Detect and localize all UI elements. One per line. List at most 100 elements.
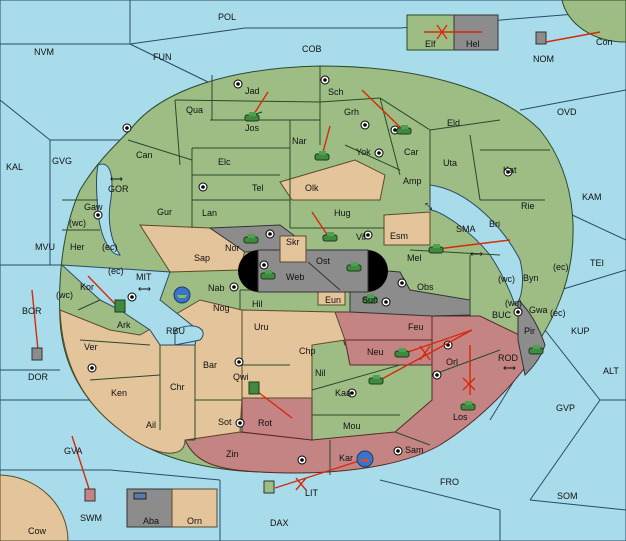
sea-label-bor[interactable]: BOR [22, 306, 42, 316]
land-label-uru[interactable]: Uru [254, 322, 269, 332]
land-label-nil[interactable]: Nil [315, 368, 326, 378]
land-label-hel[interactable]: Hel [466, 39, 480, 49]
sea-label-lit[interactable]: LIT [305, 488, 319, 498]
fleet-icon[interactable] [173, 286, 191, 304]
land-label-web[interactable]: Web [286, 272, 304, 282]
land-label-chp[interactable]: Chp [299, 346, 316, 356]
sea-label-kam[interactable]: KAM [582, 192, 602, 202]
tank-icon[interactable] [460, 401, 476, 411]
land-label-kar[interactable]: Kar [339, 453, 353, 463]
tank-icon[interactable] [346, 262, 362, 272]
coast-label-gwa-ec[interactable]: (ec) [550, 308, 566, 318]
sea-label-buc[interactable]: BUC [492, 310, 512, 320]
land-skr[interactable] [279, 235, 307, 263]
tank-icon[interactable] [260, 270, 276, 280]
tank-icon[interactable] [243, 234, 259, 244]
land-label-nom[interactable]: NOM [533, 54, 554, 64]
sea-label-sma[interactable]: SMA [456, 224, 476, 234]
land-label-her[interactable]: Her [70, 242, 85, 252]
land-label-jos[interactable]: Jos [245, 123, 260, 133]
land-label-hug[interactable]: Hug [334, 208, 351, 218]
tank-icon[interactable] [244, 111, 263, 122]
land-label-ost[interactable]: Ost [316, 256, 331, 266]
land-label-nog[interactable]: Nog [213, 303, 230, 313]
sea-sma[interactable] [429, 184, 523, 306]
sea-label-gvg[interactable]: GVG [52, 156, 72, 166]
land-label-nab[interactable]: Nab [208, 283, 225, 293]
sea-label-kup[interactable]: KUP [571, 326, 590, 336]
land-label-cow[interactable]: Cow [28, 526, 47, 536]
land-label-nar[interactable]: Nar [292, 136, 307, 146]
land-label-lan[interactable]: Lan [202, 208, 217, 218]
land-label-sun[interactable]: Sun [362, 295, 378, 305]
coast-label-her-wc[interactable]: (wc) [69, 218, 86, 228]
land-label-yok[interactable]: Yok [356, 147, 371, 157]
land-label-mel[interactable]: Mel [407, 253, 422, 263]
sea-label-dax[interactable]: DAX [270, 518, 289, 528]
land-label-grh[interactable]: Grh [344, 107, 359, 117]
sea-label-ovd[interactable]: OVD [557, 107, 577, 117]
land-orn[interactable] [171, 488, 218, 528]
sea-label-tei[interactable]: TEI [590, 258, 604, 268]
tank-icon[interactable] [263, 480, 275, 494]
tank-icon[interactable] [528, 345, 544, 355]
land-label-swm[interactable]: SWM [80, 513, 102, 523]
sea-rbu[interactable] [174, 325, 204, 346]
land-label-sap[interactable]: Sap [194, 253, 210, 263]
land-label-can[interactable]: Can [136, 150, 153, 160]
land-label-car[interactable]: Car [404, 147, 419, 157]
land-label-gwa[interactable]: Gwa [529, 305, 548, 315]
land-label-chr[interactable]: Chr [170, 382, 185, 392]
tank-icon[interactable] [248, 381, 260, 395]
tank-icon[interactable] [322, 232, 338, 242]
land-label-mou[interactable]: Mou [343, 421, 361, 431]
sea-label-alt[interactable]: ALT [603, 366, 619, 376]
land-label-rie[interactable]: Rie [521, 201, 535, 211]
land-label-nor[interactable]: Nor [225, 243, 240, 253]
land-label-bri[interactable]: Bri [489, 219, 500, 229]
tank-icon[interactable] [428, 244, 444, 254]
land-label-sot[interactable]: Sot [218, 417, 232, 427]
sea-label-gvp[interactable]: GVP [556, 403, 575, 413]
land-label-gaw[interactable]: Gaw [84, 202, 103, 212]
sea-gor[interactable] [96, 163, 121, 256]
land-label-olk[interactable]: Olk [305, 183, 319, 193]
sea-label-gor[interactable]: GOR [108, 184, 129, 194]
sea-label-cob[interactable]: COB [302, 44, 322, 54]
coast-label-kor-ec[interactable]: (ec) [108, 266, 124, 276]
land-label-tel[interactable]: Tel [252, 183, 264, 193]
tank-icon[interactable] [114, 299, 126, 313]
land-label-vil[interactable]: Vil [356, 232, 366, 242]
coast-label-byn-wc[interactable]: (wc) [498, 274, 515, 284]
land-label-qua[interactable]: Qua [186, 105, 203, 115]
land-label-ark[interactable]: Ark [117, 320, 131, 330]
tank-icon[interactable] [535, 31, 547, 45]
tank-icon[interactable] [368, 375, 384, 385]
sea-label-mit[interactable]: MIT [136, 272, 152, 282]
land-pir[interactable] [517, 298, 546, 377]
sea-label-pol[interactable]: POL [218, 12, 236, 22]
tank-icon[interactable] [362, 294, 378, 304]
sea-label-rbu[interactable]: RBU [166, 326, 185, 336]
sea-label-fro[interactable]: FRO [440, 477, 459, 487]
land-label-elc[interactable]: Elc [218, 157, 231, 167]
land-label-los[interactable]: Los [453, 412, 468, 422]
tank-icon[interactable] [133, 492, 147, 500]
sea-label-nvm[interactable]: NVM [34, 47, 54, 57]
land-label-hil[interactable]: Hil [252, 299, 263, 309]
sea-label-gva[interactable]: GVA [64, 446, 82, 456]
land-label-ver[interactable]: Ver [84, 342, 98, 352]
coast-label-kor-wc[interactable]: (wc) [56, 290, 73, 300]
land-label-dor[interactable]: DOR [28, 372, 49, 382]
land-label-kor[interactable]: Kor [80, 282, 94, 292]
fleet-icon[interactable] [356, 450, 374, 468]
land-label-ail[interactable]: Ail [146, 420, 156, 430]
land-label-qwi[interactable]: Qwi [233, 372, 249, 382]
coast-label-byn-ec[interactable]: (ec) [553, 262, 569, 272]
land-label-aba[interactable]: Aba [143, 516, 159, 526]
land-label-gur[interactable]: Gur [157, 207, 172, 217]
land-label-neu[interactable]: Neu [367, 347, 384, 357]
coast-label-gwa-wc[interactable]: (wc) [505, 298, 522, 308]
tank-icon[interactable] [396, 125, 412, 135]
land-label-rot[interactable]: Rot [258, 418, 273, 428]
